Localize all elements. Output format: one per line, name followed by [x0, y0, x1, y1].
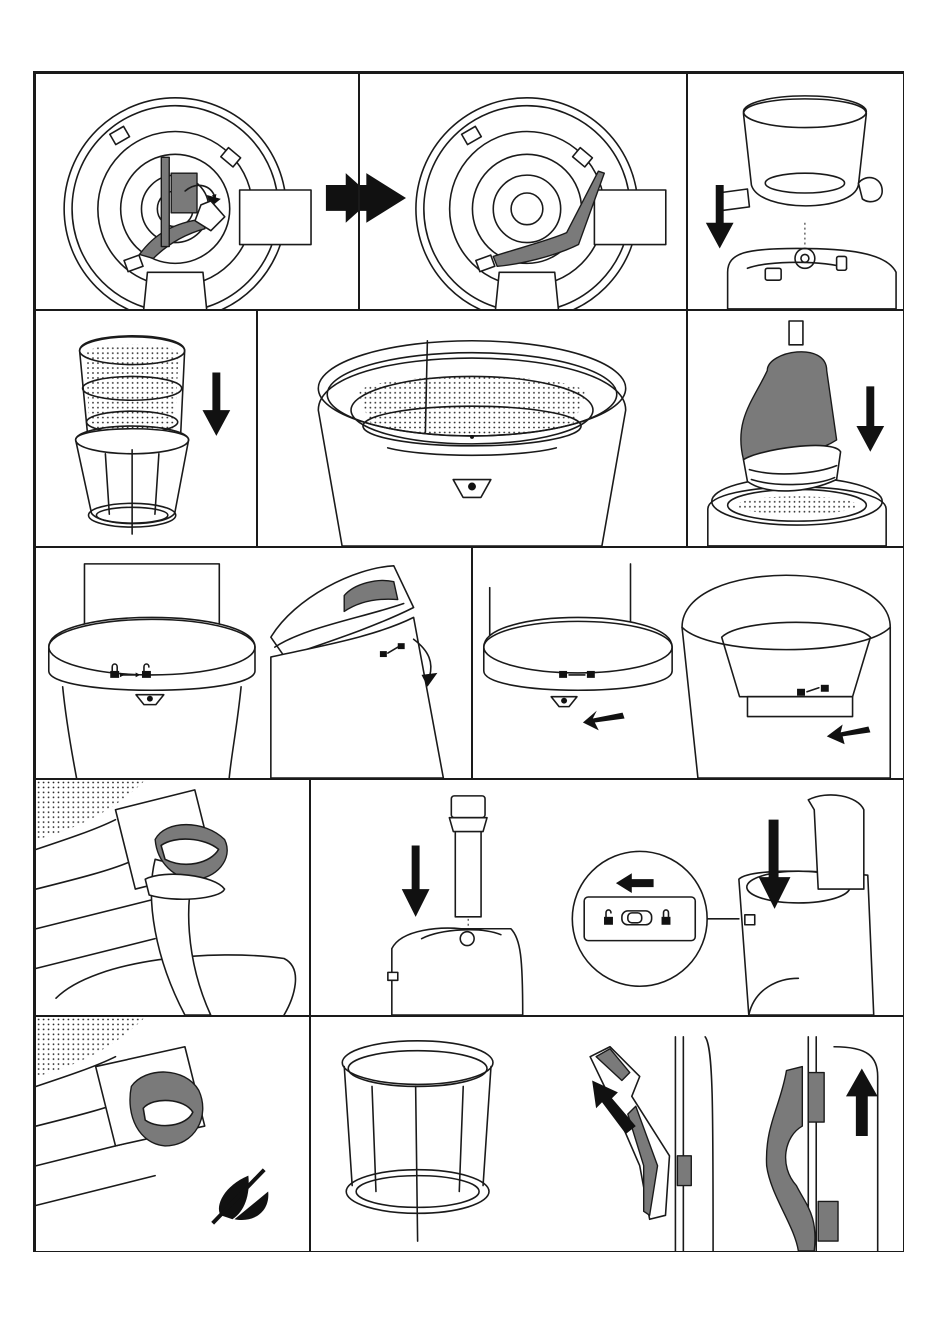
- panel-brush-holder-wiper: [310, 1016, 904, 1252]
- unlock-icon: [398, 643, 405, 649]
- panel-auger-into-bowl: [687, 310, 904, 547]
- no-drip-icon: [213, 1170, 269, 1224]
- panel-lid-locked: [472, 547, 904, 779]
- panel-pusher-and-hopper-lock: [310, 779, 904, 1016]
- panel-bowl-onto-base: [687, 73, 904, 310]
- unlock-icon: [587, 671, 595, 678]
- panel-strainer-into-holder: [35, 310, 257, 547]
- panel-lid-align-and-turn: [35, 547, 472, 779]
- panel-strainer-in-bowl: [257, 310, 687, 547]
- panel-top-view-closed-lid: [359, 73, 687, 310]
- lock-icon: [797, 689, 805, 696]
- panel-spout-cap-closed: [35, 1016, 310, 1252]
- panel-spout-cap-open: [35, 779, 310, 1016]
- unlock-icon: [821, 685, 829, 692]
- panel-top-view-open-lid: [35, 73, 359, 310]
- instruction-sheet: [33, 71, 904, 1252]
- lock-icon: [559, 671, 567, 678]
- lock-icon: [380, 651, 387, 657]
